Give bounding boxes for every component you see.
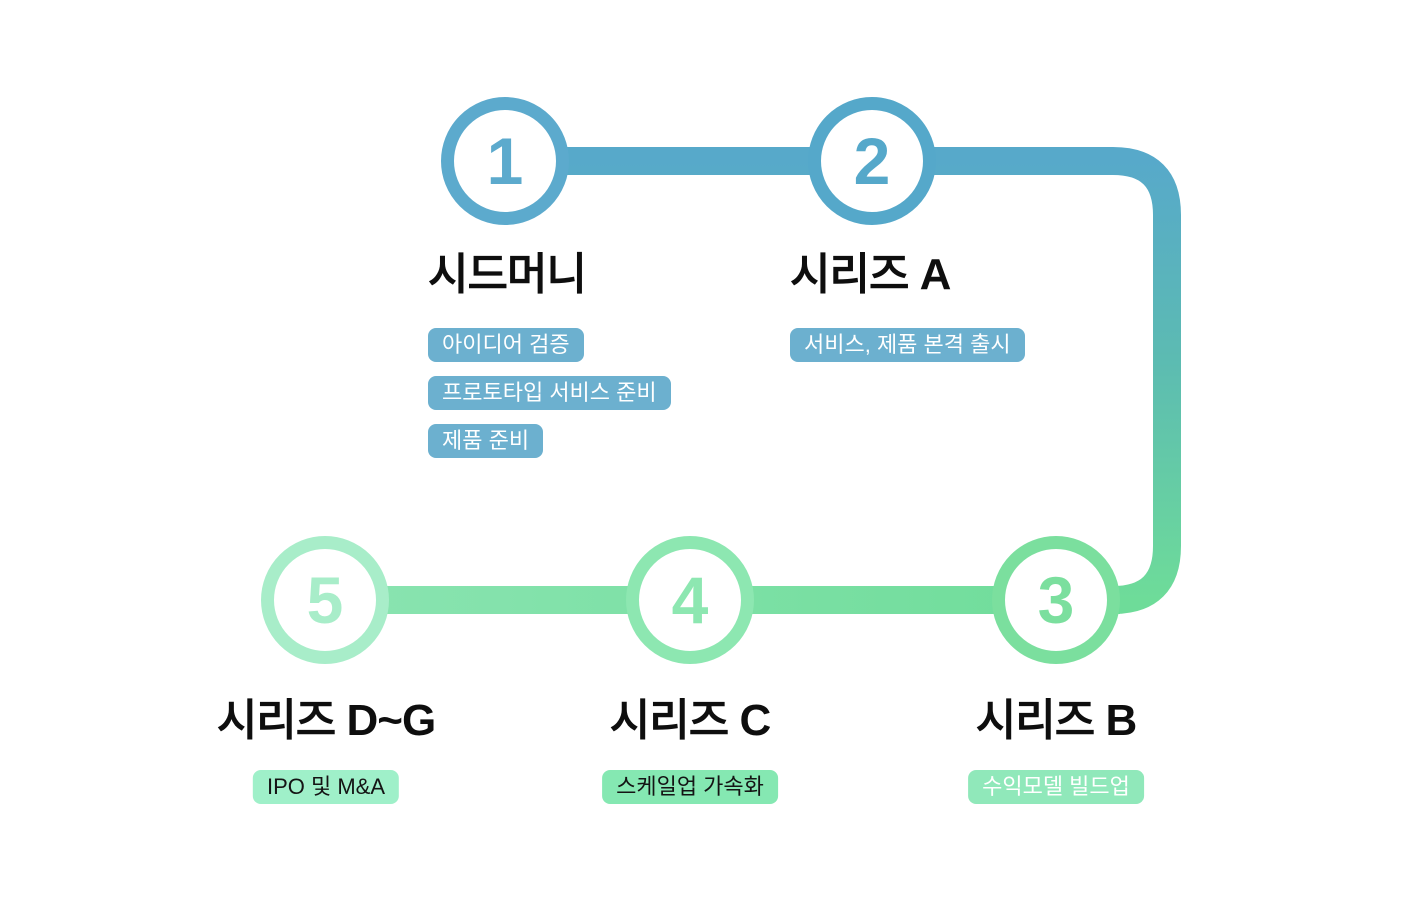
stage-title-seed: 시드머니 xyxy=(428,250,587,299)
stage-title-series-c: 시리즈 C xyxy=(609,696,771,745)
stage-number-3: 3 xyxy=(1037,563,1075,637)
stage-badge: 아이디어 검증 xyxy=(428,328,584,362)
stage-block-seed: 시드머니 아이디어 검증 프로토타입 서비스 준비 제품 준비 xyxy=(428,250,671,458)
stage-number-2: 2 xyxy=(853,124,891,198)
stage-number-5: 5 xyxy=(306,563,344,637)
stage-block-series-c: 시리즈 C 스케일업 가속화 xyxy=(602,696,778,804)
stage-badge: 수익모델 빌드업 xyxy=(968,770,1144,804)
stage-badges-series-c: 스케일업 가속화 xyxy=(602,770,778,804)
stage-block-series-b: 시리즈 B 수익모델 빌드업 xyxy=(968,696,1144,804)
stage-badge: 스케일업 가속화 xyxy=(602,770,778,804)
stage-badges-series-dg: IPO 및 M&A xyxy=(252,770,400,804)
stage-badge: 서비스, 제품 본격 출시 xyxy=(790,328,1025,362)
stage-number-4: 4 xyxy=(671,563,709,637)
stage-badge: IPO 및 M&A xyxy=(252,770,400,804)
stage-circle-2 xyxy=(808,97,936,225)
stage-badges-series-b: 수익모델 빌드업 xyxy=(968,770,1144,804)
stage-badge: 프로토타입 서비스 준비 xyxy=(428,376,671,410)
stage-number-1: 1 xyxy=(486,124,524,198)
stage-badge: 제품 준비 xyxy=(428,424,544,458)
stage-title-series-b: 시리즈 B xyxy=(975,696,1137,745)
stage-title-series-dg: 시리즈 D~G xyxy=(216,696,436,745)
stage-badges-seed: 아이디어 검증 프로토타입 서비스 준비 제품 준비 xyxy=(428,328,671,458)
stage-block-series-dg: 시리즈 D~G IPO 및 M&A xyxy=(216,696,436,804)
stage-title-series-a: 시리즈 A xyxy=(790,250,951,299)
stage-circle-5 xyxy=(261,536,389,664)
stage-badges-series-a: 서비스, 제품 본격 출시 xyxy=(790,328,1025,362)
stage-block-series-a: 시리즈 A 서비스, 제품 본격 출시 xyxy=(790,250,1025,362)
stage-circle-1 xyxy=(441,97,569,225)
stage-circle-4 xyxy=(626,536,754,664)
stage-circle-3 xyxy=(992,536,1120,664)
connector-top-segment xyxy=(505,147,1181,614)
